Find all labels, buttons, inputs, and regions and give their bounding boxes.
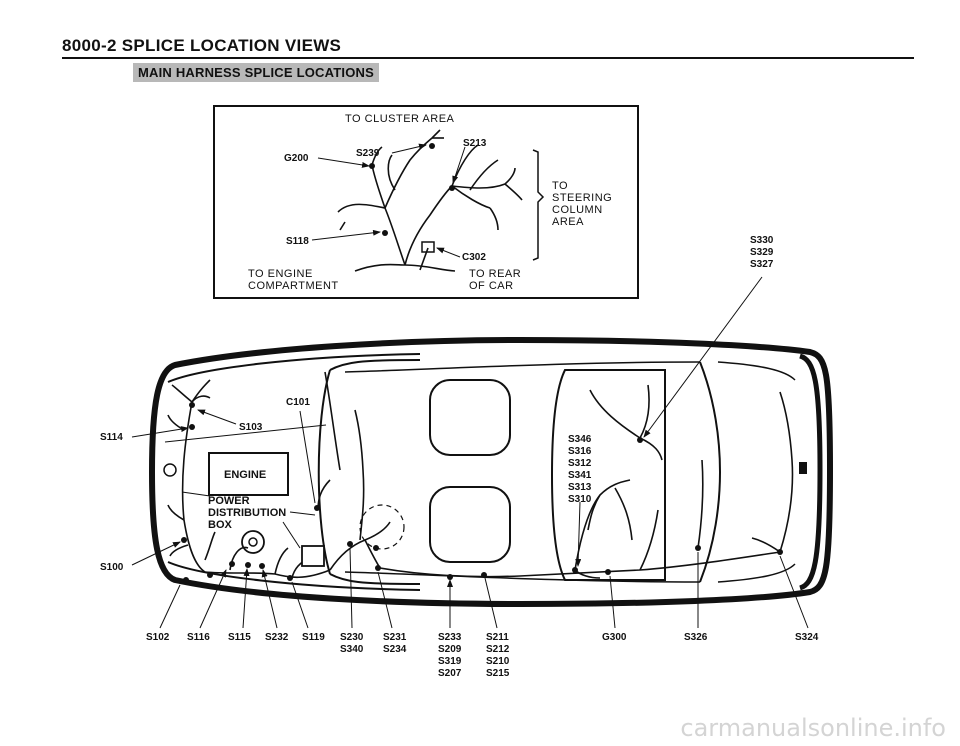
- s346-label: S346: [568, 434, 592, 445]
- steering-label-4: AREA: [552, 216, 584, 228]
- s209-label: S209: [438, 644, 462, 655]
- s210-label: S210: [486, 656, 510, 667]
- s341-label: S341: [568, 470, 592, 481]
- s313-label: S313: [568, 482, 592, 493]
- s327-label: S327: [750, 259, 774, 270]
- s212-label: S212: [486, 644, 510, 655]
- engine-box-label: ENGINE: [224, 469, 266, 481]
- pdb-label-2: DISTRIBUTION: [208, 507, 286, 519]
- s316-label: S316: [568, 446, 592, 457]
- s312-label: S312: [568, 458, 592, 469]
- watermark: carmanualsonline.info: [680, 714, 946, 742]
- s115-label: S115: [228, 632, 251, 643]
- s114-label: S114: [100, 432, 123, 443]
- g300-label: G300: [602, 632, 627, 643]
- s319-label: S319: [438, 656, 462, 667]
- steering-label-2: STEERING: [552, 192, 612, 204]
- horn-symbol: [163, 463, 177, 477]
- s116-label: S116: [187, 632, 210, 643]
- steering-label-3: COLUMN: [552, 204, 603, 216]
- engine-comp-label-1: TO ENGINE: [248, 268, 313, 280]
- g200-label: G200: [284, 153, 309, 164]
- s230-label: S230: [340, 632, 364, 643]
- rear-label-1: TO REAR: [469, 268, 521, 280]
- s329-label: S329: [750, 247, 774, 258]
- page-title: 8000-2 SPLICE LOCATION VIEWS: [62, 36, 342, 55]
- inset-harness: [337, 129, 523, 272]
- c101-label: C101: [286, 397, 310, 408]
- pdb-round-connector: [241, 530, 265, 554]
- s231-label: S231: [383, 632, 407, 643]
- s213-label: S213: [463, 138, 487, 149]
- s102-label: S102: [146, 632, 170, 643]
- s119-label: S119: [302, 632, 325, 643]
- s239-label: S239: [356, 148, 380, 159]
- s310-label: S310: [568, 494, 592, 505]
- s207-label: S207: [438, 668, 462, 679]
- rear-harness: [574, 384, 794, 579]
- engine-box: [208, 452, 289, 496]
- car-outline: [148, 336, 834, 608]
- pdb-label-3: BOX: [208, 519, 233, 531]
- rear-label-2: OF CAR: [469, 280, 514, 292]
- inset-detail: TO CLUSTER AREA: [213, 105, 639, 299]
- s233-label: S233: [438, 632, 462, 643]
- header-rule: [62, 57, 914, 59]
- c302-label: C302: [462, 252, 486, 263]
- s232-label: S232: [265, 632, 289, 643]
- pdb-box: [301, 545, 325, 567]
- s330-label: S330: [750, 235, 774, 246]
- car-leaders: [131, 276, 809, 629]
- to-cluster-label: TO CLUSTER AREA: [345, 113, 455, 125]
- dashed-connector: [359, 504, 405, 550]
- s100-label: S100: [100, 562, 124, 573]
- s340-label: S340: [340, 644, 364, 655]
- s211-label: S211: [486, 632, 509, 643]
- s215-label: S215: [486, 668, 510, 679]
- s118-label: S118: [286, 236, 309, 247]
- section-label: MAIN HARNESS SPLICE LOCATIONS: [133, 63, 379, 82]
- s234-label: S234: [383, 644, 407, 655]
- s324-label: S324: [795, 632, 819, 643]
- s103-label: S103: [239, 422, 263, 433]
- steering-label-1: TO: [552, 180, 568, 192]
- engine-comp-label-2: COMPARTMENT: [248, 280, 339, 292]
- splice-dots: [181, 402, 783, 583]
- pdb-label-1: POWER: [208, 495, 250, 507]
- s326-label: S326: [684, 632, 708, 643]
